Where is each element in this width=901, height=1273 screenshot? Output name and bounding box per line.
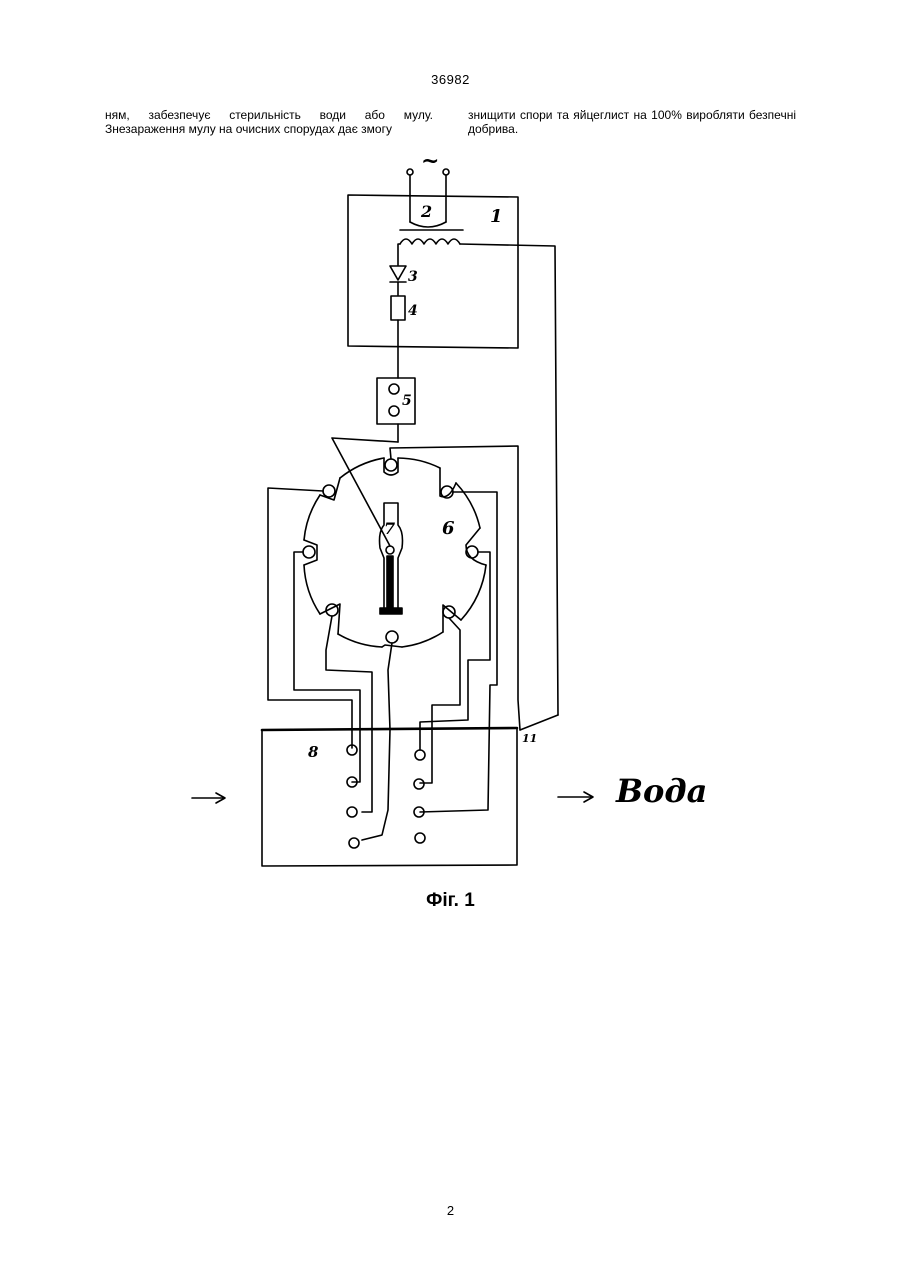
outflow-arrow	[558, 792, 593, 802]
circuit-diagram: ~ 1 2 3 4 5	[0, 150, 901, 900]
rotary-switch	[303, 458, 486, 647]
label-6: 6	[442, 518, 455, 539]
figure-caption: Фіг. 1	[0, 890, 901, 912]
transformer	[398, 222, 558, 715]
label-5: 5	[402, 393, 412, 409]
label-2: 2	[420, 202, 432, 221]
label-11: 11	[522, 732, 537, 745]
wiring	[268, 446, 558, 840]
label-7: 7	[384, 519, 395, 538]
resistor	[391, 296, 405, 320]
diode	[390, 266, 406, 295]
label-8: 8	[308, 743, 319, 761]
ac-symbol: ~	[421, 150, 439, 174]
connector-block	[377, 378, 415, 442]
text-column-right: знищити спори та яйцеглист на 100% вироб…	[468, 108, 796, 136]
label-3: 3	[408, 269, 418, 285]
text-column-left: ням, забезпечує стерильність води або му…	[105, 108, 433, 136]
label-1: 1	[490, 206, 503, 227]
water-label: Вода	[615, 772, 707, 810]
label-4: 4	[408, 303, 418, 319]
inflow-arrow	[192, 793, 225, 803]
page-number: 2	[0, 1203, 901, 1218]
patent-number: 36982	[0, 72, 901, 87]
